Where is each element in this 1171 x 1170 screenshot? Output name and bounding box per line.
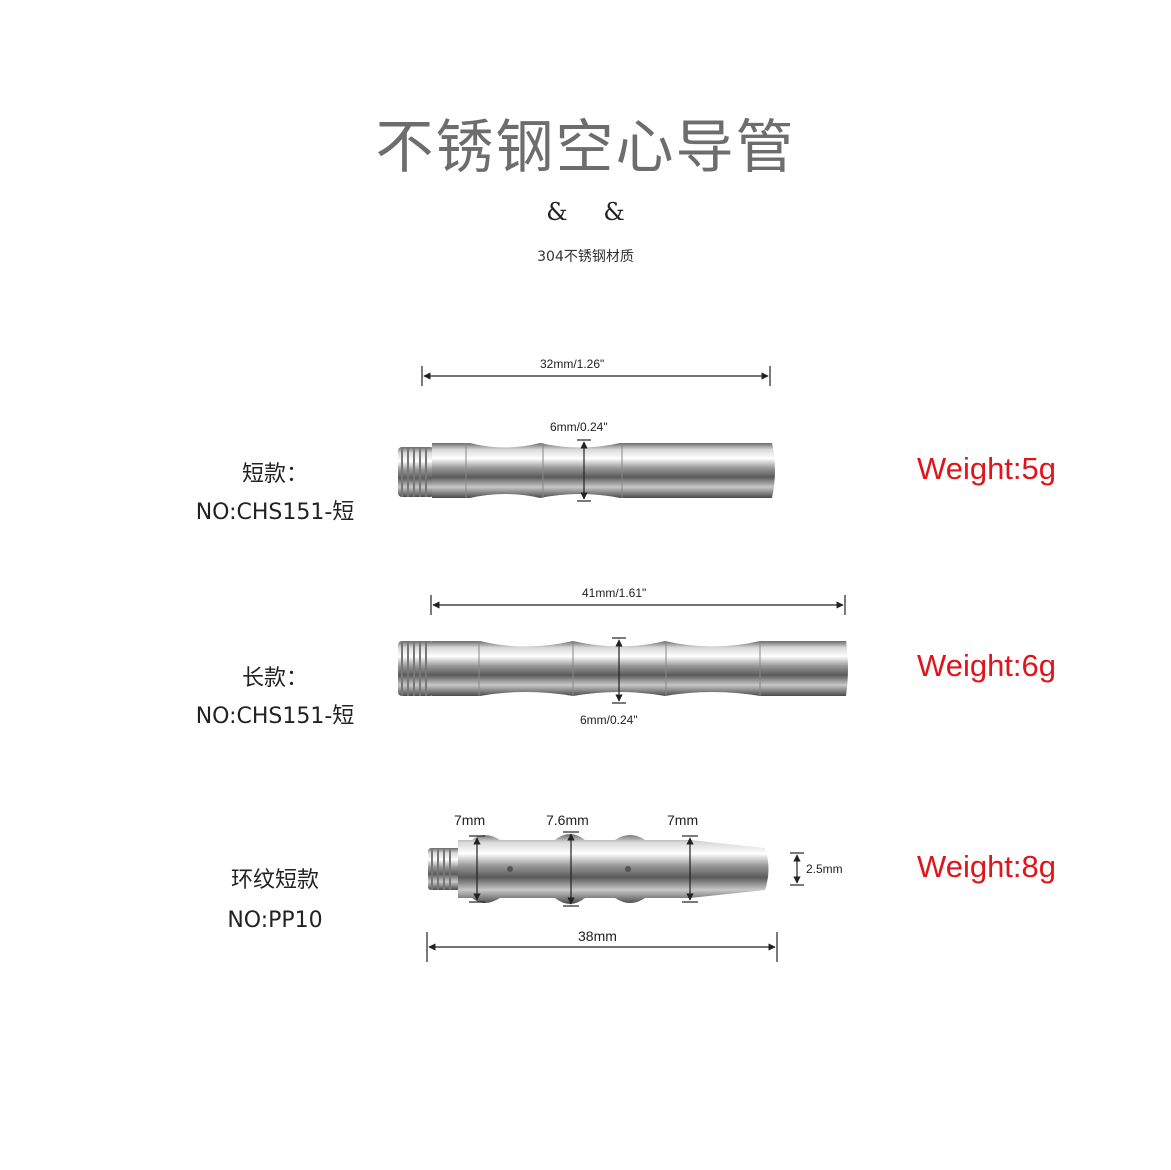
material-subtitle: 304不锈钢材质 (537, 249, 634, 265)
short-tube-image (398, 443, 775, 498)
product-1-label: 短款： NO:CHS151-短 (180, 456, 370, 526)
product-2-length-dim: 41mm/1.61" (582, 586, 647, 600)
product-1-length-dim: 32mm/1.26" (540, 357, 605, 371)
product-3-dim-mid: 7.6mm (546, 812, 589, 828)
product-1-weight: Weight:5g (917, 451, 1057, 486)
product-3-type: 环纹短款 (230, 868, 319, 893)
ampersand-left: & (546, 198, 568, 226)
short-diameter-dimension-line (577, 439, 591, 502)
product-3-weight: Weight:8g (917, 849, 1057, 884)
product-2-weight: Weight:6g (917, 648, 1057, 683)
product-3-dim-tip: 2.5mm (806, 862, 843, 876)
product-3-dim-right: 7mm (667, 812, 699, 828)
product-1-type: 短款： (241, 462, 308, 487)
ampersand-row: & & (0, 198, 1171, 226)
product-2-number: NO:CHS151-短 (195, 704, 355, 729)
product-1-number: NO:CHS151-短 (195, 500, 355, 525)
ring-tube-image (428, 834, 769, 904)
long-diameter-dimension-line (612, 637, 626, 704)
ring-dimension-lines (426, 831, 804, 962)
long-tube-image (398, 641, 848, 696)
product-2-type: 长款： (241, 666, 308, 691)
product-2-diameter-dim: 6mm/0.24" (580, 713, 638, 727)
short-length-dimension-line (421, 366, 771, 386)
product-3-length-dim: 38mm (578, 928, 617, 944)
product-1-diameter-dim: 6mm/0.24" (550, 420, 608, 434)
product-2-label: 长款： NO:CHS151-短 (180, 660, 370, 730)
page-title: 不锈钢空心导管 (375, 113, 796, 181)
ampersand-right: & (603, 198, 625, 226)
product-3-number: NO:PP10 (227, 908, 323, 933)
product-3-dim-left: 7mm (454, 812, 486, 828)
product-3-label: 环纹短款 NO:PP10 (180, 862, 370, 933)
long-length-dimension-line (430, 595, 846, 615)
